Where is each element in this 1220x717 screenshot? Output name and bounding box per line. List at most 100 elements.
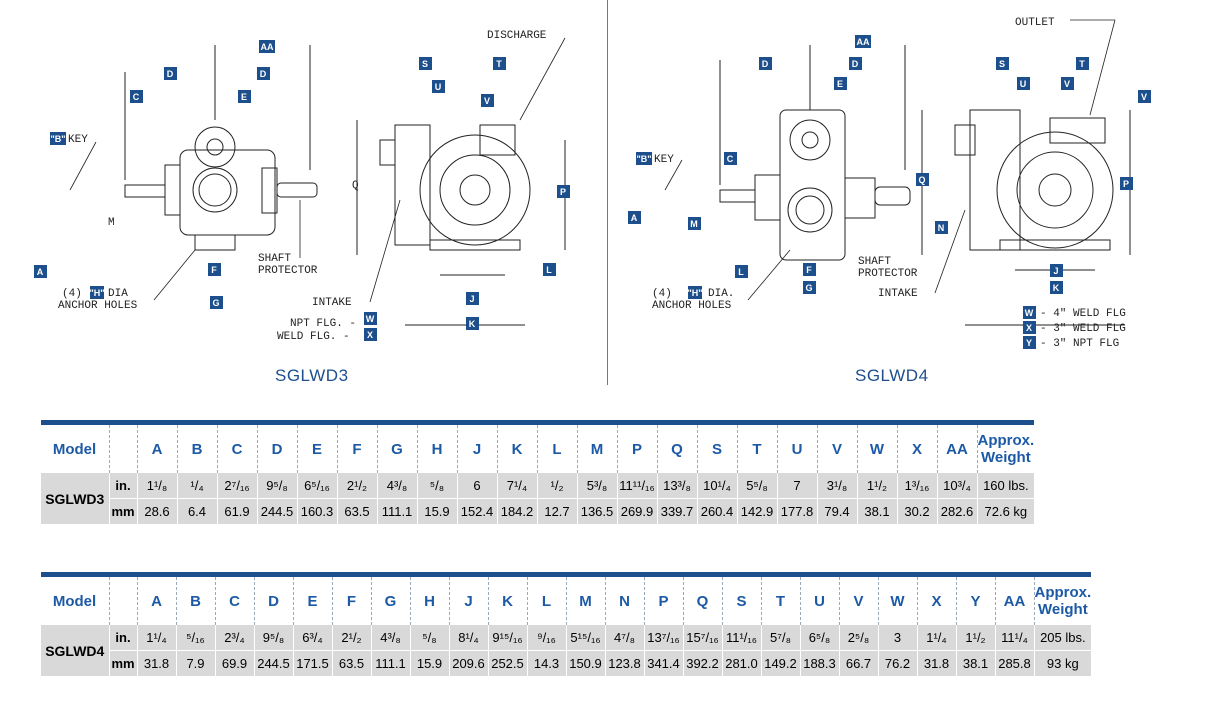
weight-cell: 205 lbs. bbox=[1033, 625, 1092, 651]
model-header: Model bbox=[40, 420, 109, 473]
value-cell: 30.2 bbox=[896, 498, 937, 525]
value-cell: 150.9 bbox=[565, 650, 605, 677]
value-cell: 38.1 bbox=[856, 498, 897, 525]
npt-flg-label: NPT FLG. - bbox=[290, 318, 356, 330]
value-cell: 13⁷/₁₆ bbox=[643, 625, 683, 651]
value-cell: 4⁷/₈ bbox=[604, 625, 644, 651]
value-cell: 171.5 bbox=[292, 650, 332, 677]
anchor-holes-right: ANCHOR HOLES bbox=[652, 300, 732, 312]
discharge-label: DISCHARGE bbox=[487, 30, 547, 42]
value-cell: 152.4 bbox=[456, 498, 497, 525]
value-cell: 1³/₁₆ bbox=[896, 473, 937, 499]
column-header-p: P bbox=[616, 420, 657, 473]
value-cell: 31.8 bbox=[136, 650, 176, 677]
svg-text:E: E bbox=[837, 79, 843, 89]
value-cell: 6.4 bbox=[176, 498, 217, 525]
svg-text:X: X bbox=[1026, 323, 1032, 333]
svg-text:W: W bbox=[366, 314, 375, 324]
value-cell: 341.4 bbox=[643, 650, 683, 677]
b-key-label: KEY bbox=[68, 134, 88, 146]
value-cell: 8¹/₄ bbox=[448, 625, 488, 651]
weight-header-line1: Approx. bbox=[977, 432, 1035, 449]
value-cell: 160.3 bbox=[296, 498, 337, 525]
shaft-protector-left-2: PROTECTOR bbox=[258, 265, 318, 277]
svg-text:N: N bbox=[938, 223, 945, 233]
unit-cell: mm bbox=[108, 498, 137, 525]
value-cell: 209.6 bbox=[448, 650, 488, 677]
value-cell: 282.6 bbox=[936, 498, 977, 525]
column-header-k: K bbox=[487, 572, 527, 625]
value-cell: 1¹/₂ bbox=[856, 473, 897, 499]
svg-text:T: T bbox=[496, 59, 502, 69]
column-header-x: X bbox=[916, 572, 956, 625]
value-cell: 15.9 bbox=[409, 650, 449, 677]
column-header-d: D bbox=[256, 420, 297, 473]
value-cell: 3 bbox=[877, 625, 917, 651]
value-cell: 1¹/₄ bbox=[916, 625, 956, 651]
weight-header: Approx.Weight bbox=[976, 420, 1035, 473]
sglwd3-front-view bbox=[124, 45, 318, 251]
value-cell: 6⁵/₁₆ bbox=[296, 473, 337, 499]
value-cell: 2¹/₂ bbox=[336, 473, 377, 499]
anchor-four-left: (4) bbox=[62, 288, 82, 300]
column-header-q: Q bbox=[656, 420, 697, 473]
column-header-h: H bbox=[409, 572, 449, 625]
svg-text:AA: AA bbox=[857, 37, 870, 47]
weight-cell: 93 kg bbox=[1033, 650, 1092, 677]
column-header-b: B bbox=[176, 420, 217, 473]
svg-text:D: D bbox=[852, 59, 859, 69]
svg-text:F: F bbox=[211, 265, 217, 275]
value-cell: 339.7 bbox=[656, 498, 697, 525]
value-cell: 4³/₈ bbox=[370, 625, 410, 651]
value-cell: 11¹/₄ bbox=[994, 625, 1034, 651]
outlet-label: OUTLET bbox=[1015, 17, 1055, 29]
column-header-m: M bbox=[565, 572, 605, 625]
value-cell: 392.2 bbox=[682, 650, 722, 677]
column-header-g: G bbox=[370, 572, 410, 625]
value-cell: 2⁷/₁₆ bbox=[216, 473, 257, 499]
svg-text:S: S bbox=[422, 59, 428, 69]
value-cell: 15⁷/₁₆ bbox=[682, 625, 722, 651]
svg-text:J: J bbox=[1053, 266, 1058, 276]
value-cell: 9⁵/₈ bbox=[256, 473, 297, 499]
model-header: Model bbox=[40, 572, 109, 625]
value-cell: 252.5 bbox=[487, 650, 527, 677]
column-header-aa: AA bbox=[936, 420, 977, 473]
value-cell: 1¹/₂ bbox=[955, 625, 995, 651]
value-cell: 184.2 bbox=[496, 498, 537, 525]
value-cell: 63.5 bbox=[331, 650, 371, 677]
value-cell: 260.4 bbox=[696, 498, 737, 525]
model-name: SGLWD4 bbox=[40, 625, 109, 677]
value-cell: 6 bbox=[456, 473, 497, 499]
shaft-protector-right-1: SHAFT bbox=[858, 256, 891, 268]
x-3-weld-label: - 3" WELD FLG bbox=[1040, 323, 1126, 335]
sglwd4-side-view bbox=[921, 109, 1131, 326]
unit-cell: in. bbox=[108, 625, 137, 651]
value-cell: 14.3 bbox=[526, 650, 566, 677]
unit-header bbox=[108, 572, 137, 625]
value-cell: ⁵/₈ bbox=[409, 625, 449, 651]
svg-text:"B": "B" bbox=[636, 154, 651, 164]
weight-header-line2: Weight bbox=[980, 449, 1031, 466]
b-key-label-right: KEY bbox=[654, 154, 674, 166]
value-cell: 79.4 bbox=[816, 498, 857, 525]
column-header-v: V bbox=[838, 572, 878, 625]
svg-text:E: E bbox=[241, 92, 247, 102]
svg-text:A: A bbox=[37, 267, 44, 277]
value-cell: 136.5 bbox=[576, 498, 617, 525]
value-cell: 66.7 bbox=[838, 650, 878, 677]
value-cell: 149.2 bbox=[760, 650, 800, 677]
column-header-l: L bbox=[526, 572, 566, 625]
svg-text:W: W bbox=[1025, 308, 1034, 318]
weight-header: Approx.Weight bbox=[1033, 572, 1092, 625]
column-header-e: E bbox=[292, 572, 332, 625]
value-cell: 3¹/₈ bbox=[816, 473, 857, 499]
sglwd3-caption: SGLWD3 bbox=[275, 366, 349, 385]
svg-text:P: P bbox=[1123, 179, 1129, 189]
svg-text:A: A bbox=[631, 213, 638, 223]
svg-text:"B": "B" bbox=[50, 134, 65, 144]
value-cell: 5⁵/₈ bbox=[736, 473, 777, 499]
